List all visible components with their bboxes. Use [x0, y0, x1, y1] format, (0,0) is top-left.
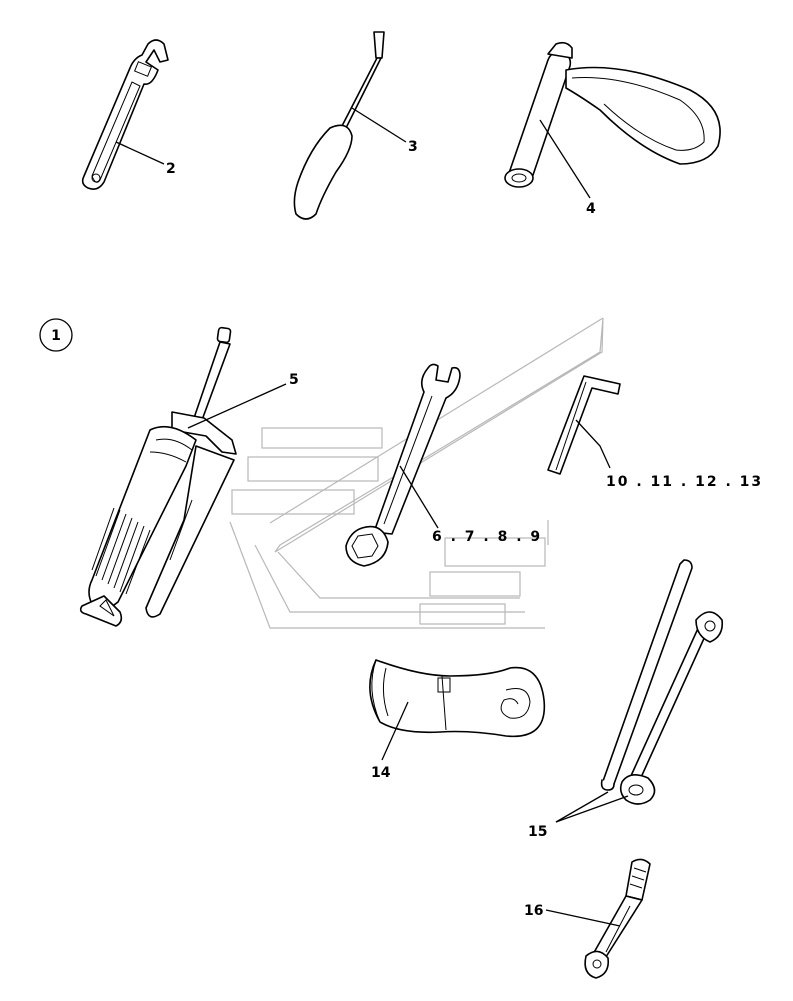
callout-4: 4 [586, 201, 596, 217]
leader-line-3 [351, 107, 407, 143]
callout-5: 5 [289, 372, 299, 388]
tool-roll-icon [369, 659, 546, 738]
strap-wrench-icon [504, 41, 721, 188]
hex-key-icon [547, 375, 621, 475]
callout-6-7-8-9: 6 . 7 . 8 . 9 [432, 529, 542, 545]
pin-spanner-icon [584, 858, 651, 979]
callout-14: 14 [371, 765, 391, 781]
leader-line-15b [555, 795, 629, 823]
grease-gun-icon [79, 326, 237, 627]
group-callout-circle [39, 318, 73, 352]
tommy-bar-rod-icon [600, 559, 693, 791]
leader-line-14 [381, 701, 409, 761]
leader-line-16 [545, 909, 621, 927]
adjustable-wrench-icon [81, 39, 169, 190]
callout-2: 2 [166, 161, 176, 177]
leader-line-15a [555, 791, 609, 823]
callout-10-11-12-13: 10 . 11 . 12 . 13 [606, 474, 763, 490]
screwdriver-icon [293, 31, 385, 220]
leader-line-4 [539, 119, 591, 199]
leader-line-5 [187, 383, 287, 429]
box-spanner-icon [619, 611, 724, 805]
combination-wrench-icon [345, 363, 461, 567]
callout-3: 3 [408, 139, 418, 155]
leader-line-2 [115, 141, 165, 165]
group-callout-label: 1 [51, 328, 61, 344]
leader-line-10-11-12-13 [575, 419, 611, 469]
callout-16: 16 [524, 903, 543, 919]
callout-15: 15 [528, 824, 547, 840]
leader-line-6-7-8-9 [399, 465, 439, 529]
watermark-logo [229, 317, 604, 629]
